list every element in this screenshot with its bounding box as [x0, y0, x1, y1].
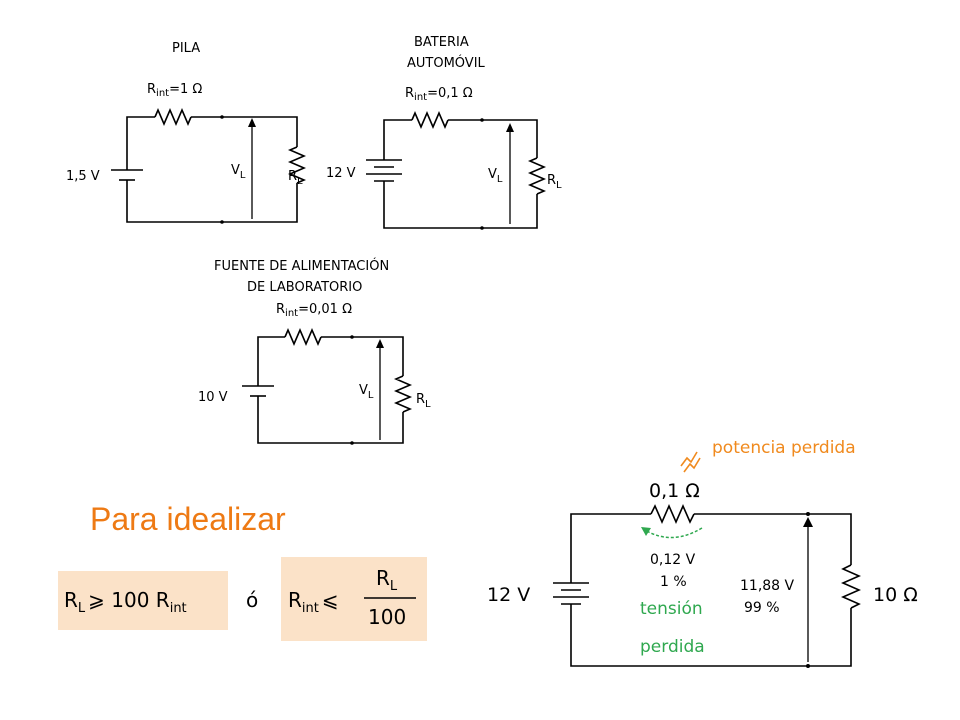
pila-title: PILA	[172, 41, 200, 56]
example-node-top	[806, 512, 810, 516]
fuente-rl-label: RL	[416, 392, 431, 410]
fuente-wire-left-top	[257, 336, 285, 386]
bateria-voltage: 12 V	[326, 166, 356, 181]
example-wire-top	[694, 513, 852, 565]
fuente-vl-label: VL	[359, 383, 374, 401]
example-load-value: 10 Ω	[873, 584, 918, 606]
drop-voltage: 0,12 V	[650, 552, 696, 568]
bateria-node-bottom	[480, 226, 484, 230]
example-node-bottom	[806, 664, 810, 668]
fuente-node-bottom	[350, 441, 354, 445]
bateria-node-top	[480, 118, 484, 122]
pila-node-top	[220, 115, 224, 119]
example-voltage: 12 V	[487, 584, 530, 606]
example-load-resistor	[841, 564, 861, 609]
pila-wire-left-top	[126, 116, 155, 170]
ideal-heading: Para idealizar	[90, 501, 286, 537]
formula2-denominator: 100	[368, 605, 406, 629]
formula2-box	[281, 557, 427, 641]
bateria-vl-arrowhead	[506, 123, 514, 132]
bateria-rl-label: RL	[547, 173, 562, 191]
voltage-drop-arrowhead	[641, 527, 651, 536]
circuit-pila: PILA Rint=1 Ω 1,5 V VL RL	[66, 41, 307, 224]
pila-vl-arrowhead	[248, 118, 256, 127]
pila-node-bottom	[220, 220, 224, 224]
pila-wire-top	[191, 116, 298, 147]
pila-rint-label: Rint=1 Ω	[147, 82, 202, 99]
pila-voltage: 1,5 V	[66, 169, 100, 184]
bateria-rint-resistor	[411, 110, 449, 130]
pila-vl-label: VL	[231, 163, 246, 181]
bateria-title-line2: AUTOMÓVIL	[407, 55, 486, 71]
drop-percent: 1 %	[660, 574, 687, 590]
fuente-title-line2: DE LABORATORIO	[247, 280, 362, 295]
lost-voltage-line1: tensión	[640, 599, 703, 619]
power-loss-label: potencia perdida	[712, 438, 856, 458]
fuente-wire-bottom	[257, 396, 404, 444]
power-loss-icon	[680, 451, 698, 467]
fuente-vl-arrowhead	[376, 339, 384, 348]
lost-voltage-line2: perdida	[640, 637, 705, 657]
power-loss-icon-2	[683, 457, 701, 473]
ideal-section: Para idealizar RL⩾ 100 Rint ó Rint⩽ RL 1…	[58, 501, 427, 641]
pila-rl-label: RL	[288, 169, 303, 187]
load-voltage: 11,88 V	[740, 578, 795, 594]
fuente-voltage: 10 V	[198, 390, 228, 405]
formula2-numerator: RL	[376, 566, 398, 594]
example-circuit: potencia perdida 0,1 Ω 12 V 0,12 V 1 % t…	[487, 438, 918, 668]
voltage-drop-arrow	[644, 527, 703, 539]
example-wire-left-top	[570, 513, 651, 583]
pila-wire-bottom	[126, 180, 298, 223]
bateria-title-line1: BATERIA	[414, 35, 469, 50]
formula2-lhs: Rint⩽	[288, 588, 339, 616]
bateria-rl-resistor	[527, 157, 547, 195]
load-percent: 99 %	[744, 600, 780, 616]
circuit-fuente: FUENTE DE ALIMENTACIÓN DE LABORATORIO Ri…	[198, 258, 431, 445]
example-vl-arrowhead	[803, 517, 813, 527]
formula1: RL⩾ 100 Rint	[64, 588, 187, 616]
example-rint-resistor	[650, 504, 695, 524]
example-wire-bottom	[570, 604, 852, 667]
example-rint-value: 0,1 Ω	[649, 480, 700, 502]
bateria-wire-bottom	[383, 187, 538, 229]
pila-rint-resistor	[154, 107, 192, 127]
circuit-bateria: BATERIA AUTOMÓVIL Rint=0,1 Ω 12 V VL RL	[326, 35, 562, 230]
formula-connector: ó	[246, 588, 258, 612]
bateria-wire-left-top	[383, 119, 412, 160]
fuente-rint-resistor	[284, 327, 322, 347]
fuente-wire-top	[321, 336, 404, 376]
fuente-title-line1: FUENTE DE ALIMENTACIÓN	[214, 258, 389, 274]
fuente-rint-label: Rint=0,01 Ω	[276, 302, 352, 319]
formula1-box	[58, 571, 228, 630]
fuente-rl-resistor	[393, 375, 413, 413]
pila-rl-resistor	[287, 146, 307, 184]
bateria-rint-label: Rint=0,1 Ω	[405, 86, 473, 103]
bateria-wire-top	[448, 119, 538, 158]
fuente-node-top	[350, 335, 354, 339]
bateria-vl-label: VL	[488, 167, 503, 185]
